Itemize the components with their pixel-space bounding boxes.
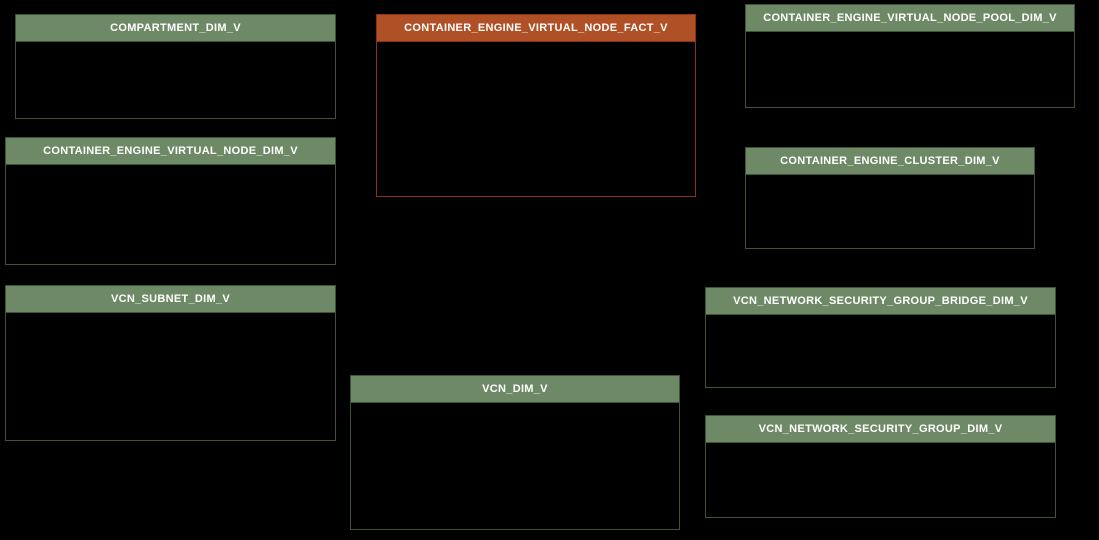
table-header-vcn-network-security-group-dim-v[interactable]: VCN_NETWORK_SECURITY_GROUP_DIM_V — [706, 416, 1055, 443]
table-body-container-engine-virtual-node-pool-dim-v — [746, 32, 1074, 107]
table-title: VCN_SUBNET_DIM_V — [110, 292, 231, 305]
table-vcn-network-security-group-bridge-dim-v[interactable]: VCN_NETWORK_SECURITY_GROUP_BRIDGE_DIM_V — [705, 287, 1056, 388]
table-title: COMPARTMENT_DIM_V — [110, 21, 241, 34]
table-body-container-engine-virtual-node-fact-v — [377, 42, 695, 196]
table-body-container-engine-virtual-node-dim-v — [6, 165, 335, 264]
table-header-container-engine-virtual-node-dim-v[interactable]: CONTAINER_ENGINE_VIRTUAL_NODE_DIM_V — [6, 138, 335, 165]
table-body-vcn-subnet-dim-v — [6, 313, 335, 440]
table-body-container-engine-cluster-dim-v — [746, 175, 1034, 248]
table-body-compartment-dim-v — [16, 42, 335, 118]
table-title: CONTAINER_ENGINE_VIRTUAL_NODE_FACT_V — [404, 21, 668, 34]
table-header-container-engine-cluster-dim-v[interactable]: CONTAINER_ENGINE_CLUSTER_DIM_V — [746, 148, 1034, 175]
table-body-vcn-dim-v — [351, 403, 679, 529]
table-container-engine-cluster-dim-v[interactable]: CONTAINER_ENGINE_CLUSTER_DIM_V — [745, 147, 1035, 249]
table-title: CONTAINER_ENGINE_VIRTUAL_NODE_DIM_V — [43, 144, 298, 157]
table-body-vcn-network-security-group-bridge-dim-v — [706, 315, 1055, 387]
table-compartment-dim-v[interactable]: COMPARTMENT_DIM_V — [15, 14, 336, 119]
table-header-compartment-dim-v[interactable]: COMPARTMENT_DIM_V — [16, 15, 335, 42]
table-title: VCN_DIM_V — [482, 382, 548, 395]
table-title: VCN_NETWORK_SECURITY_GROUP_DIM_V — [758, 422, 1003, 435]
table-header-vcn-subnet-dim-v[interactable]: VCN_SUBNET_DIM_V — [6, 286, 335, 313]
table-title: CONTAINER_ENGINE_VIRTUAL_NODE_POOL_DIM_V — [763, 11, 1057, 24]
table-header-vcn-dim-v[interactable]: VCN_DIM_V — [351, 376, 679, 403]
table-vcn-network-security-group-dim-v[interactable]: VCN_NETWORK_SECURITY_GROUP_DIM_V — [705, 415, 1056, 518]
table-header-vcn-network-security-group-bridge-dim-v[interactable]: VCN_NETWORK_SECURITY_GROUP_BRIDGE_DIM_V — [706, 288, 1055, 315]
table-container-engine-virtual-node-fact-v[interactable]: CONTAINER_ENGINE_VIRTUAL_NODE_FACT_V — [376, 14, 696, 197]
table-vcn-subnet-dim-v[interactable]: VCN_SUBNET_DIM_V — [5, 285, 336, 441]
table-header-container-engine-virtual-node-pool-dim-v[interactable]: CONTAINER_ENGINE_VIRTUAL_NODE_POOL_DIM_V — [746, 5, 1074, 32]
table-vcn-dim-v[interactable]: VCN_DIM_V — [350, 375, 680, 530]
table-title: CONTAINER_ENGINE_CLUSTER_DIM_V — [780, 154, 1000, 167]
table-header-container-engine-virtual-node-fact-v[interactable]: CONTAINER_ENGINE_VIRTUAL_NODE_FACT_V — [377, 15, 695, 42]
table-body-vcn-network-security-group-dim-v — [706, 443, 1055, 517]
table-container-engine-virtual-node-dim-v[interactable]: CONTAINER_ENGINE_VIRTUAL_NODE_DIM_V — [5, 137, 336, 265]
table-container-engine-virtual-node-pool-dim-v[interactable]: CONTAINER_ENGINE_VIRTUAL_NODE_POOL_DIM_V — [745, 4, 1075, 108]
table-title: VCN_NETWORK_SECURITY_GROUP_BRIDGE_DIM_V — [733, 294, 1028, 307]
